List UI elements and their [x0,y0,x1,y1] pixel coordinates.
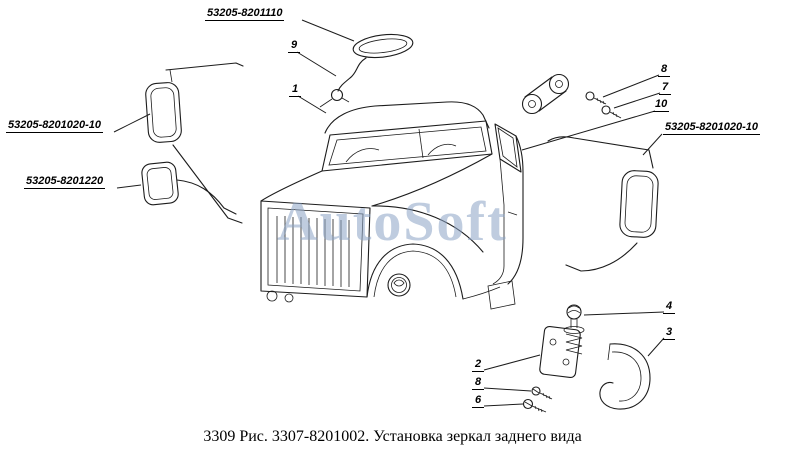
callout-part-53205-8201020-10-right: 53205-8201020-10 [663,121,760,135]
mirror-top [319,33,414,108]
callout-item-8-bottom: 8 [472,376,484,390]
mirror-left-lower [141,161,237,215]
figure-caption: 3309 Рис. 3307-8201002. Установка зеркал… [203,428,582,445]
callout-item-10: 10 [653,98,670,112]
hinge-plate-hardware [521,73,622,119]
callout-item-8-top: 8 [658,63,670,77]
callout-part-53205-8201020-10-left: 53205-8201020-10 [6,119,103,133]
callout-item-1: 1 [289,83,301,97]
mirror-right [547,136,659,272]
callout-part-53205-8201220: 53205-8201220 [24,175,106,189]
callout-item-2: 2 [472,358,484,372]
callout-item-3: 3 [663,326,675,340]
callout-item-4: 4 [663,300,675,314]
callout-item-7: 7 [659,81,671,95]
truck-cab [260,101,524,310]
callout-item-6: 6 [472,394,484,408]
mirror-bracket-assembly [522,304,651,413]
mirror-left-upper [145,62,244,224]
leader-lines [113,19,665,407]
callout-item-9: 9 [288,39,300,53]
callout-part-53205-8201110: 53205-8201110 [205,7,285,21]
